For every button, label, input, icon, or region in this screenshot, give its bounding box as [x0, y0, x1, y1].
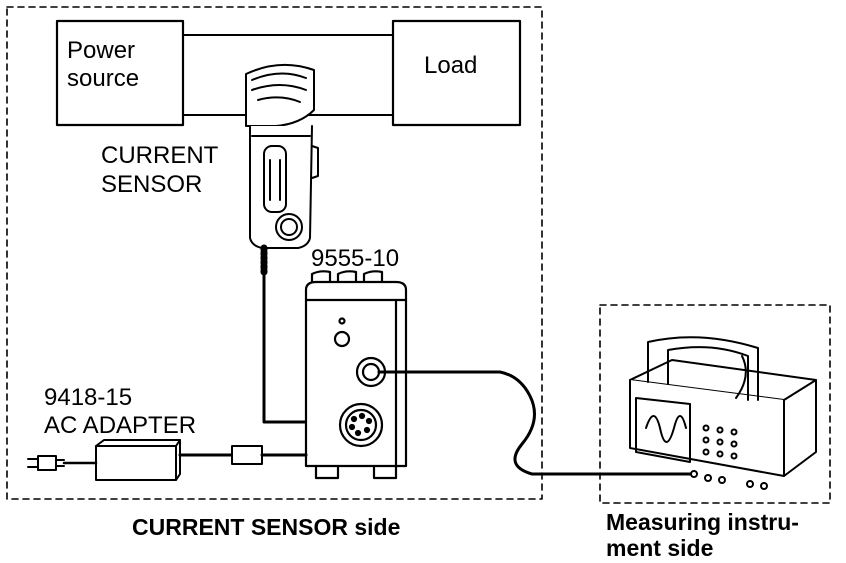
measuring-side-caption-line2: ment side [606, 535, 713, 561]
current-sensor-label-line2: SENSOR [101, 171, 202, 198]
current-sensor-side-boundary [6, 6, 543, 500]
current-sensor-side-caption: CURRENT SENSOR side [132, 514, 400, 540]
measuring-instrument-side-boundary [599, 304, 831, 504]
measuring-side-caption-line1: Measuring instru- [606, 509, 799, 535]
ac-adapter [27, 439, 181, 481]
ac-adapter-label: AC ADAPTER [44, 412, 196, 439]
output-cable [377, 370, 692, 476]
power-source-label-line1: Power [67, 37, 135, 64]
power-source-label-line2: source [67, 65, 139, 92]
load-label: Load [424, 52, 477, 79]
current-sensor-clamp [245, 63, 319, 249]
adapter-cable [178, 445, 308, 465]
measuring-instrument [629, 336, 817, 490]
load-box [391, 19, 522, 127]
unit-9555-10 [304, 270, 408, 480]
ac-adapter-model-label: 9418-15 [44, 384, 132, 411]
power-source-box [55, 19, 185, 127]
current-sensor-label-line1: CURRENT [101, 142, 219, 169]
model-9555-10-label: 9555-10 [311, 245, 399, 272]
